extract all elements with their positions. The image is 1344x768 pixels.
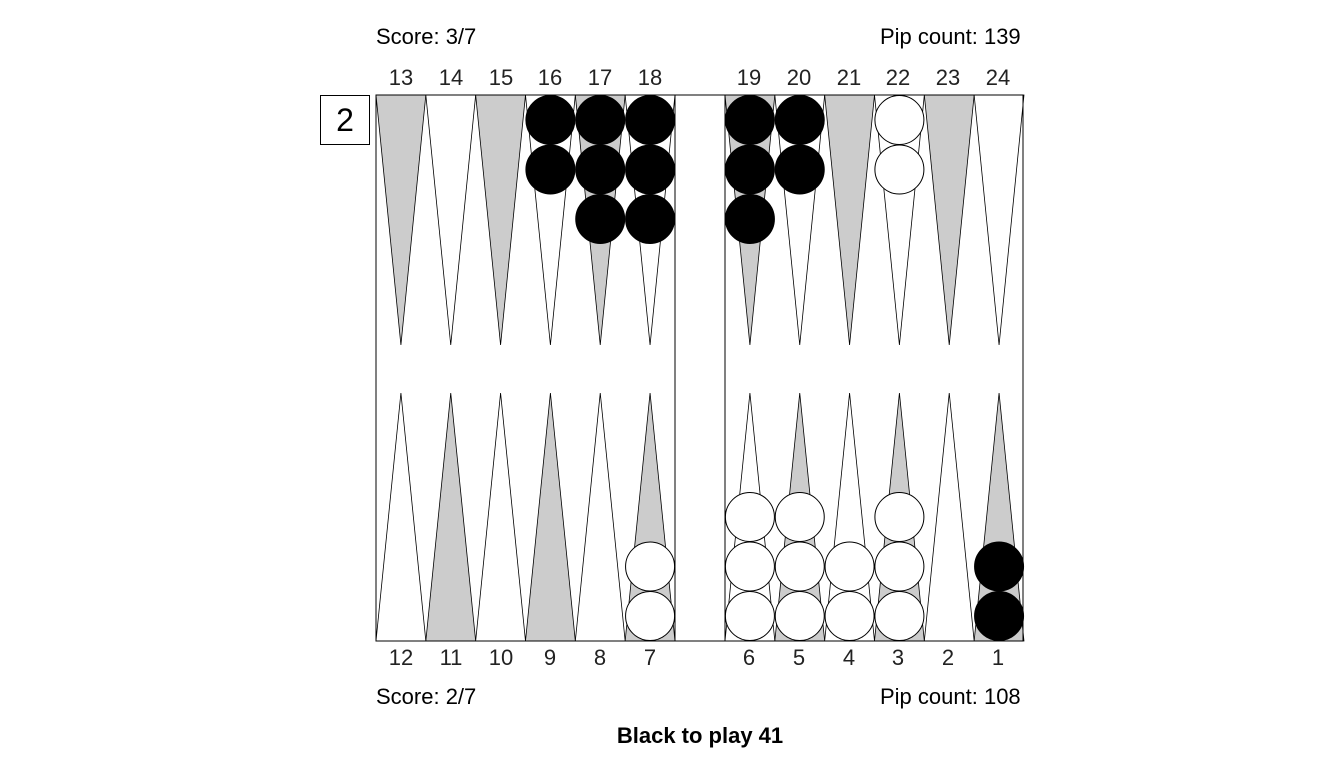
point-number-7: 7	[643, 645, 657, 670]
point-number-14: 14	[438, 65, 464, 90]
point-number-5: 5	[792, 645, 806, 670]
white-checker-point-6[interactable]	[724, 591, 775, 641]
black-checker-point-16[interactable]	[525, 95, 576, 145]
bar[interactable]	[674, 94, 726, 642]
white-checker-point-4[interactable]	[824, 591, 875, 641]
point-number-19: 19	[736, 65, 762, 90]
board-frame	[375, 94, 1024, 642]
point-number-3: 3	[891, 645, 905, 670]
point-number-12: 12	[388, 645, 414, 670]
black-checker-point-19[interactable]	[724, 95, 775, 145]
point-number-1: 1	[991, 645, 1005, 670]
white-checker-point-22[interactable]	[874, 144, 925, 195]
point-number-21: 21	[836, 65, 862, 90]
point-number-17: 17	[587, 65, 613, 90]
bottom-pip-count-label: Pip count: 108	[880, 684, 1021, 709]
point-number-13: 13	[388, 65, 414, 90]
black-checker-point-1[interactable]	[974, 591, 1025, 641]
black-checker-point-18[interactable]	[625, 194, 676, 244]
point-number-8: 8	[593, 645, 607, 670]
point-number-11: 11	[439, 645, 463, 670]
point-number-10: 10	[488, 645, 514, 670]
point-number-6: 6	[742, 645, 756, 670]
white-checker-point-5[interactable]	[774, 541, 825, 592]
white-checker-point-6[interactable]	[724, 541, 775, 592]
black-checker-point-18[interactable]	[625, 144, 676, 195]
top-score-label: Score: 3/7	[376, 24, 477, 49]
black-checker-point-17[interactable]	[575, 95, 626, 145]
white-checker-point-7[interactable]	[625, 591, 676, 641]
checkers-layer	[525, 95, 1025, 641]
white-checker-point-3[interactable]	[874, 591, 925, 641]
black-checker-point-19[interactable]	[724, 144, 775, 195]
point-number-15: 15	[488, 65, 514, 90]
white-checker-point-22[interactable]	[874, 95, 925, 145]
black-checker-point-19[interactable]	[724, 194, 775, 244]
bottom-score-label: Score: 2/7	[376, 684, 477, 709]
status-message: Black to play 41	[616, 723, 784, 748]
top-pip-count-label: Pip count: 139	[880, 24, 1021, 49]
white-checker-point-6[interactable]	[724, 492, 775, 542]
black-checker-point-17[interactable]	[575, 144, 626, 195]
point-number-24: 24	[985, 65, 1011, 90]
point-number-16: 16	[537, 65, 563, 90]
black-checker-point-1[interactable]	[974, 541, 1025, 592]
point-number-23: 23	[935, 65, 961, 90]
point-number-20: 20	[786, 65, 812, 90]
black-checker-point-18[interactable]	[625, 95, 676, 145]
point-number-22: 22	[885, 65, 911, 90]
black-checker-point-20[interactable]	[774, 95, 825, 145]
white-checker-point-3[interactable]	[874, 492, 925, 542]
point-number-9: 9	[543, 645, 557, 670]
black-checker-point-17[interactable]	[575, 194, 626, 244]
white-checker-point-5[interactable]	[774, 591, 825, 641]
white-checker-point-3[interactable]	[874, 541, 925, 592]
doubling-cube[interactable]: 2	[320, 95, 370, 145]
white-checker-point-7[interactable]	[625, 541, 676, 592]
point-number-4: 4	[842, 645, 856, 670]
black-checker-point-20[interactable]	[774, 144, 825, 195]
point-number-18: 18	[637, 65, 663, 90]
point-number-2: 2	[941, 645, 955, 670]
white-checker-point-4[interactable]	[824, 541, 875, 592]
black-checker-point-16[interactable]	[525, 144, 576, 195]
white-checker-point-5[interactable]	[774, 492, 825, 542]
